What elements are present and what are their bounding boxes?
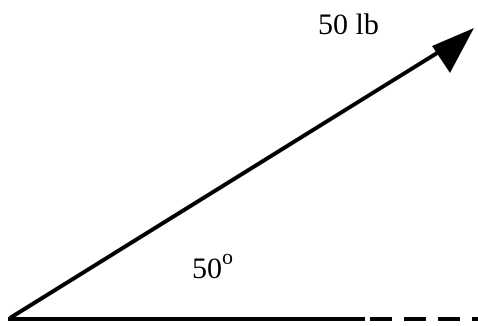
angle-degree-symbol: o	[222, 244, 233, 269]
force-vector-shaft	[8, 43, 452, 320]
angle-value: 50	[192, 252, 222, 285]
force-label: 50 lb	[318, 8, 379, 41]
angle-label: 50o	[192, 244, 233, 285]
force-vector-arrowhead	[432, 28, 474, 73]
